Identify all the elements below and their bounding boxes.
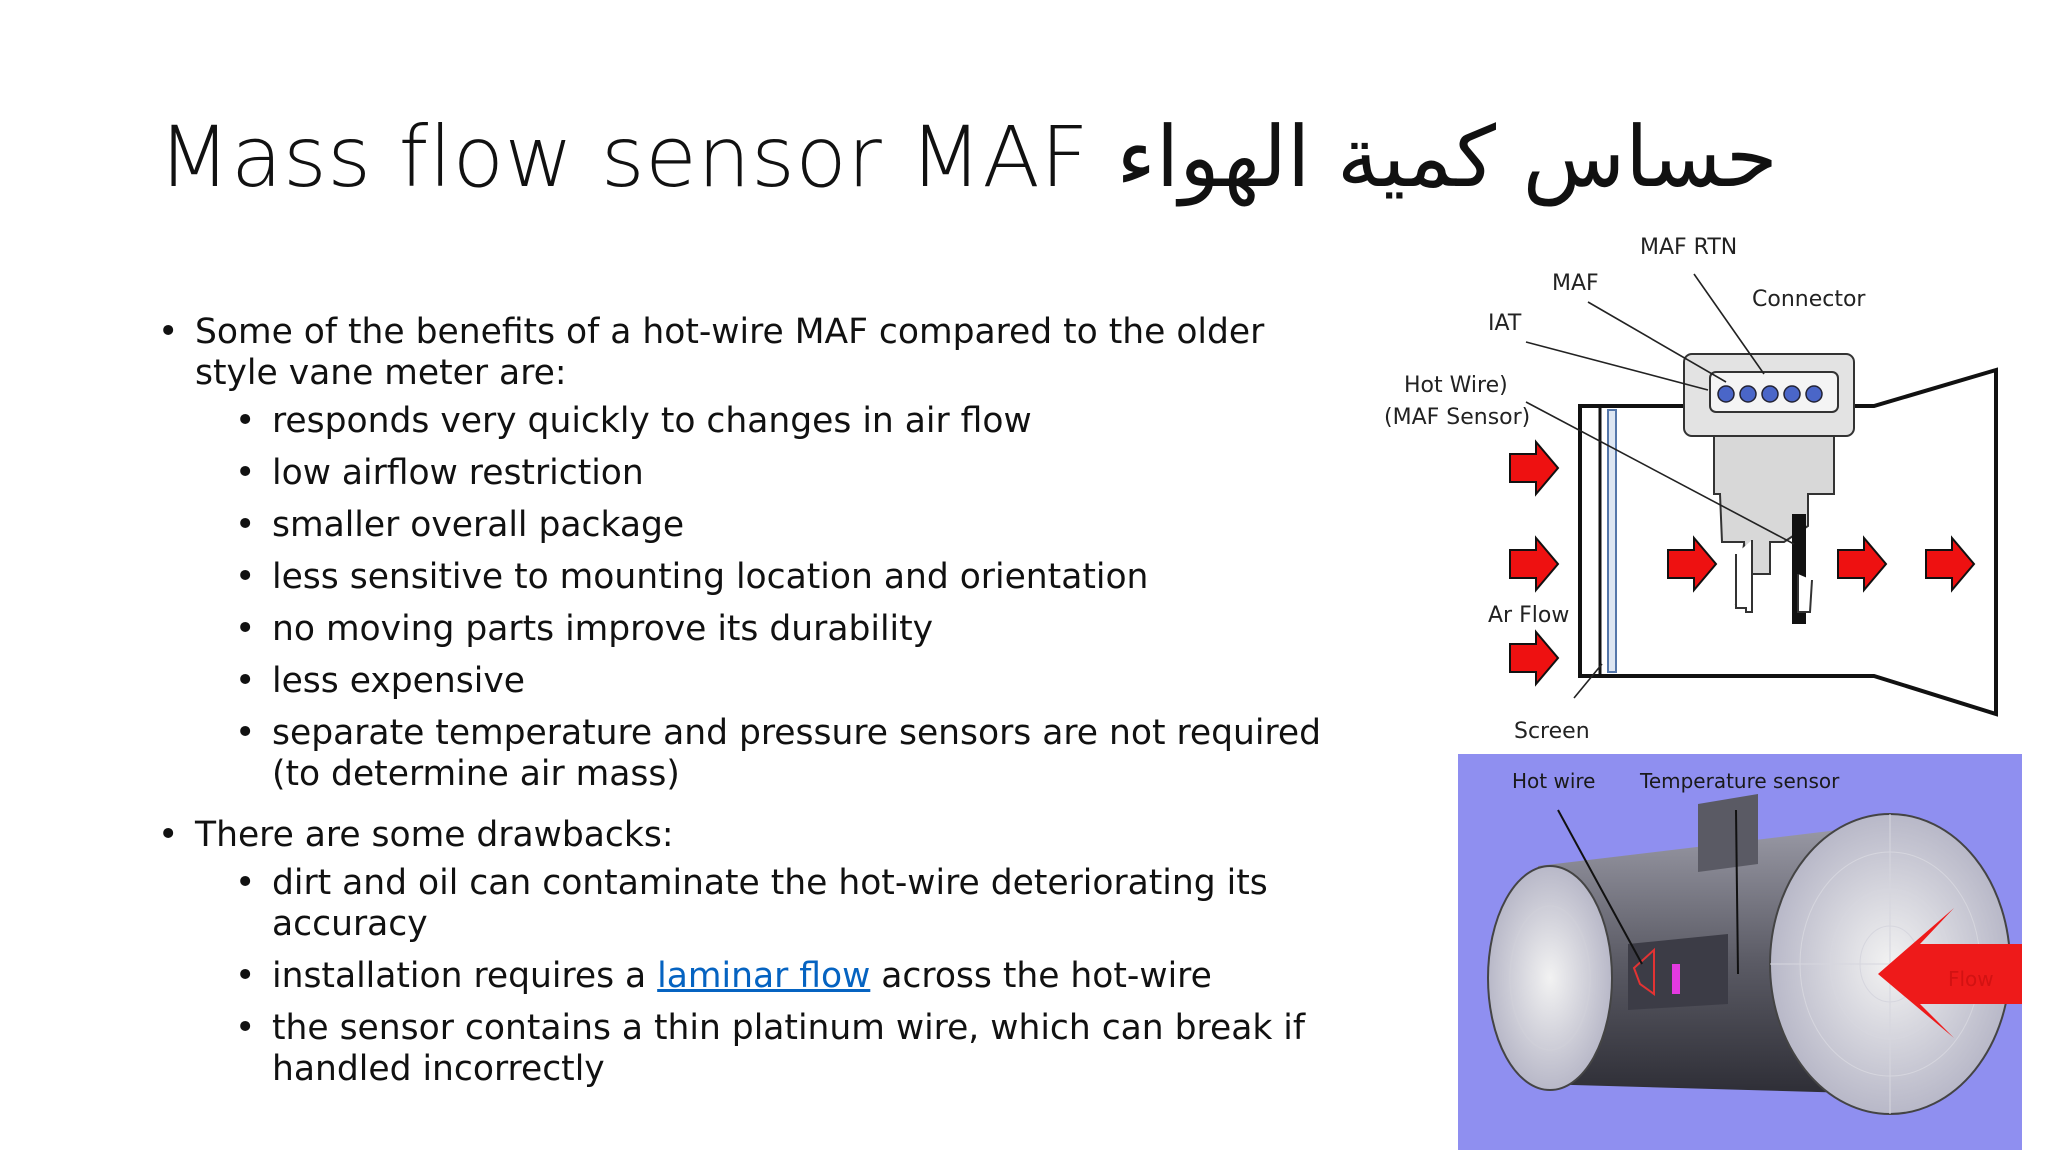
- label-screen: Screen: [1514, 719, 1590, 744]
- bullet-benefits: Some of the benefits of a hot-wire MAF c…: [158, 312, 1338, 394]
- tube-housing-top: [1698, 794, 1758, 872]
- bullet-list: Some of the benefits of a hot-wire MAF c…: [158, 312, 1338, 1101]
- sub-bullet: the sensor contains a thin platinum wire…: [235, 1008, 1338, 1090]
- sub-bullet: less expensive: [235, 661, 1338, 702]
- label-air-flow: Ar Flow: [1488, 603, 1569, 628]
- label-iat: IAT: [1488, 311, 1522, 336]
- render-leader-lines: [1557, 809, 1739, 975]
- sub-bullet: smaller overall package: [235, 505, 1338, 546]
- label-maf: MAF: [1552, 271, 1599, 296]
- flow-arrow: [1837, 535, 1888, 593]
- label-maf-rtn: MAF RTN: [1640, 235, 1737, 260]
- laminar-flow-link[interactable]: laminar flow: [657, 956, 871, 996]
- slide-title-arabic: حساس كمية الهواء: [1116, 108, 1778, 206]
- label-hot-wire-render: Hot wire: [1512, 769, 1595, 793]
- temperature-sensor-element: [1672, 964, 1680, 994]
- flow-arrow: [1667, 535, 1718, 593]
- sub-bullet: separate temperature and pressure sensor…: [235, 713, 1338, 795]
- hot-wire-probe: [1735, 540, 1753, 613]
- slide-title: Mass flow sensor MAF حساس كمية الهواء: [158, 108, 1778, 206]
- label-flow: Flow: [1948, 967, 1994, 991]
- flow-arrow: [1509, 439, 1560, 497]
- leader-lines: [1525, 273, 1795, 699]
- label-temperature-sensor: Temperature sensor: [1639, 769, 1840, 793]
- label-maf-sensor: (MAF Sensor): [1384, 405, 1530, 430]
- label-hot-wire: Hot Wire): [1404, 373, 1508, 398]
- screen-mesh: [1607, 409, 1617, 673]
- flow-arrow: [1509, 535, 1560, 593]
- flow-arrow-red: [1878, 908, 2022, 1038]
- maf-cross-section-diagram: MAF RTN MAF Connector IAT Hot Wire) (MAF…: [1374, 224, 2000, 754]
- maf-render-svg: Hot wire Temperature sensor Flow: [1487, 769, 2022, 1115]
- sub-bullet: low airflow restriction: [235, 453, 1338, 494]
- sub-bullet: less sensitive to mounting location and …: [235, 557, 1338, 598]
- slide-title-english: Mass flow sensor MAF: [158, 108, 1090, 206]
- maf-3d-render: Hot wire Temperature sensor Flow: [1458, 754, 2022, 1150]
- sub-bullet-laminar: installation requires a laminar flow acr…: [235, 956, 1338, 997]
- flow-arrow: [1925, 535, 1976, 593]
- flow-arrows: [1509, 439, 1976, 687]
- sub-bullet-text-after: across the hot-wire: [870, 956, 1212, 996]
- maf-diagram-svg: MAF RTN MAF Connector IAT Hot Wire) (MAF…: [1384, 235, 1998, 744]
- sub-bullet-text-before: installation requires a: [272, 956, 658, 996]
- sensor-element-outline: [1797, 574, 1813, 613]
- sub-bullet: dirt and oil can contaminate the hot-wir…: [235, 863, 1338, 945]
- sub-bullet: no moving parts improve its durability: [235, 609, 1338, 650]
- sensor-body: [1713, 435, 1835, 575]
- connector-pins: [1717, 385, 1823, 403]
- flow-arrow: [1509, 629, 1560, 687]
- meter-housing: [1578, 367, 1998, 717]
- hot-wire-element: [1632, 947, 1655, 996]
- sub-bullet: responds very quickly to changes in air …: [235, 401, 1338, 442]
- bullet-drawbacks: There are some drawbacks:: [158, 815, 1338, 856]
- label-connector: Connector: [1752, 287, 1866, 312]
- inlet-face: [1487, 865, 1613, 1091]
